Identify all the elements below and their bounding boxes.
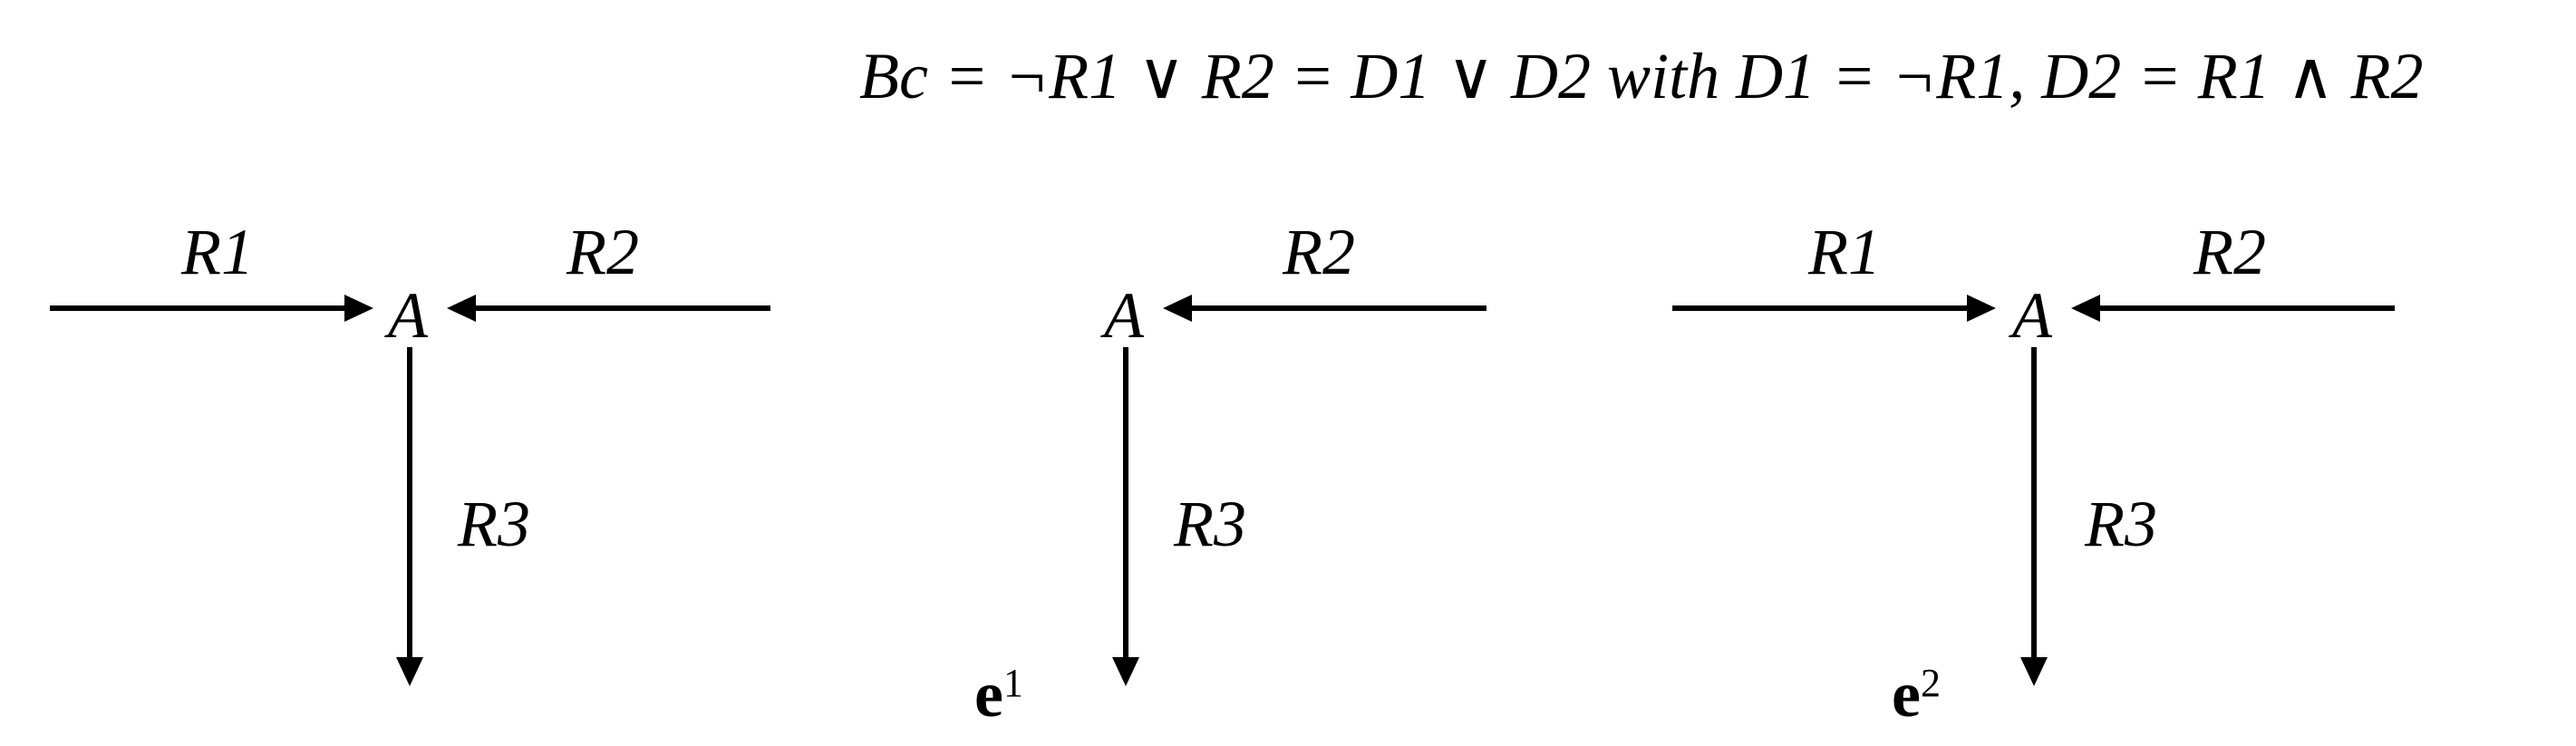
label-r3: R3	[1173, 488, 1246, 560]
label-r1: R1	[1807, 216, 1881, 288]
label-r2: R2	[1282, 216, 1355, 288]
arrowhead-r2	[1163, 295, 1192, 322]
panel-2: R2 A R3 e1	[974, 216, 1487, 731]
arrowhead-r3	[1112, 657, 1139, 686]
panel-3: R1 R2 A R3 e2	[1672, 216, 2395, 731]
label-r2: R2	[2193, 216, 2266, 288]
result-symbol: e	[974, 658, 1003, 731]
panel-1: R1 R2 A R3	[50, 216, 770, 686]
arrowhead-r3	[396, 657, 423, 686]
result-superscript: 1	[1003, 661, 1023, 705]
boundary-condition-formula: Bc = ¬R1 ∨ R2 = D1 ∨ D2 with D1 = ¬R1, D…	[859, 40, 2424, 112]
result-e2: e2	[1892, 658, 1941, 731]
label-r3: R3	[2084, 488, 2157, 560]
arrowhead-r2	[447, 295, 476, 322]
arrowhead-r1	[1967, 295, 1996, 322]
result-e1: e1	[974, 658, 1023, 731]
node-a: A	[1100, 279, 1145, 352]
node-a: A	[2009, 279, 2053, 352]
node-a: A	[384, 279, 429, 352]
arrowhead-r3	[2020, 657, 2048, 686]
result-symbol: e	[1892, 658, 1921, 731]
label-r2: R2	[566, 216, 639, 288]
label-r3: R3	[457, 488, 530, 560]
label-r1: R1	[180, 216, 254, 288]
arrowhead-r2	[2071, 295, 2100, 322]
result-superscript: 2	[1921, 661, 1941, 705]
arrowhead-r1	[344, 295, 373, 322]
